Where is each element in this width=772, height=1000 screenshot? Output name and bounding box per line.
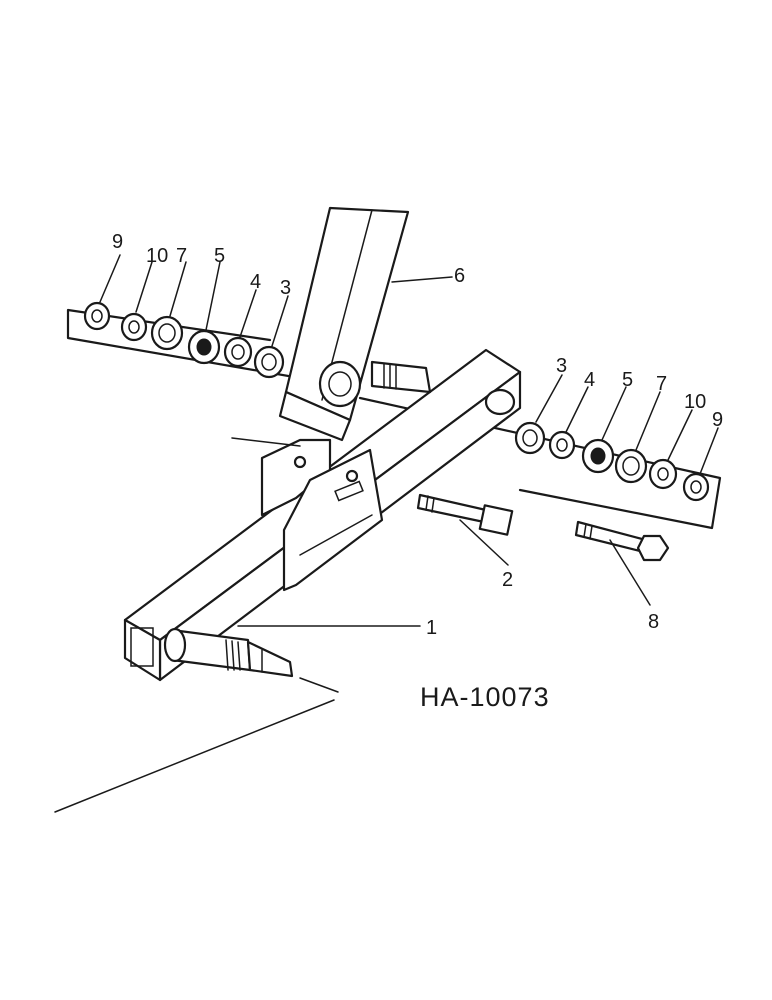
callout-right-3: 3 <box>556 355 567 377</box>
callout-part-2: 2 <box>502 569 513 591</box>
cup-right <box>514 421 546 455</box>
callout-right-9: 9 <box>712 409 723 431</box>
bearing-cone-left <box>187 329 221 365</box>
cap-right <box>682 472 710 502</box>
seal-left <box>150 315 184 351</box>
spindle-left <box>163 627 294 678</box>
seal-right <box>614 448 648 484</box>
callout-right-7: 7 <box>656 373 667 395</box>
callout-left-10: 10 <box>146 245 168 267</box>
callout-part-8: 8 <box>648 611 659 633</box>
bearing-cone-right <box>581 438 615 474</box>
bearing-left <box>223 336 253 368</box>
left-bearing-stack <box>83 301 285 379</box>
spindle-rear <box>370 360 432 394</box>
drawing-id: HA-10073 <box>420 682 550 712</box>
callout-part-6: 6 <box>454 265 465 287</box>
leader-lines <box>54 254 719 813</box>
callout-right-4: 4 <box>584 369 595 391</box>
cup-left <box>253 345 285 379</box>
callout-right-10: 10 <box>684 391 706 413</box>
vertical-tube <box>278 206 410 442</box>
callout-left-9: 9 <box>112 231 123 253</box>
callout-left-3: 3 <box>280 277 291 299</box>
callout-left-7: 7 <box>176 245 187 267</box>
washer-right <box>648 458 678 490</box>
callout-labels: 9 10 7 5 4 3 6 3 4 5 7 10 9 2 8 1 <box>112 231 723 639</box>
washer-left <box>120 312 148 342</box>
callout-part-1: 1 <box>426 617 437 639</box>
bolt-8 <box>574 520 670 562</box>
mounting-bracket-front <box>282 448 384 592</box>
bolt-2 <box>416 493 514 536</box>
callout-right-5: 5 <box>622 369 633 391</box>
callout-left-4: 4 <box>250 271 261 293</box>
right-bearing-stack <box>514 421 710 502</box>
cap-left <box>83 301 111 331</box>
callout-left-5: 5 <box>214 245 225 267</box>
bearing-right <box>548 430 576 460</box>
